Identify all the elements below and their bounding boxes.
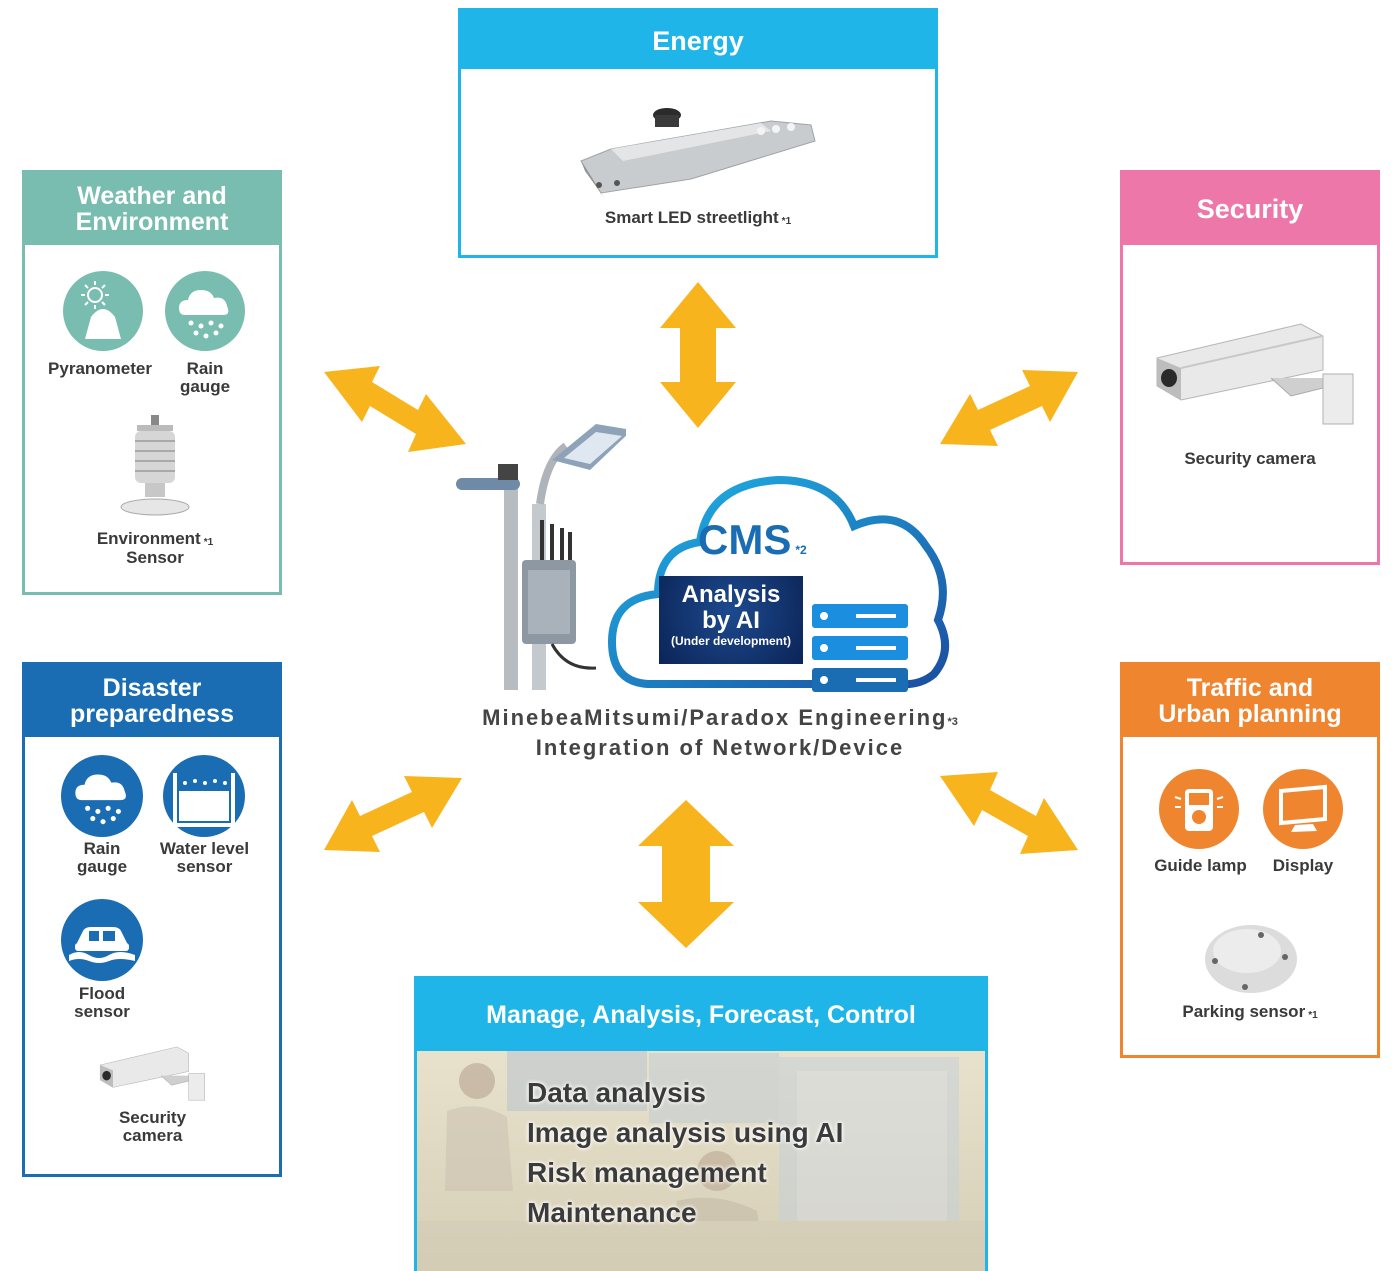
- rain-cloud-icon: [61, 755, 143, 837]
- pyranometer-label: Pyranometer: [48, 359, 152, 378]
- streetlight-label: Smart LED streetlight*1: [604, 208, 792, 227]
- security-camera-image: [1151, 318, 1361, 428]
- water-level-icon: [163, 755, 245, 837]
- environment-sensor-label: Environment*1 Sensor: [96, 529, 214, 567]
- arrow-bottom-right: [940, 772, 1078, 854]
- arrow-top: [660, 282, 736, 428]
- pyranometer-icon: [63, 271, 143, 351]
- display-label: Display: [1272, 856, 1334, 875]
- security-panel: Security Security camera: [1120, 170, 1380, 565]
- flood-car-icon: [61, 899, 143, 981]
- manage-panel: Manage, Analysis, Forecast, Control Data…: [414, 976, 988, 1271]
- parking-sensor-image: [1201, 915, 1301, 995]
- guide-lamp-label: Guide lamp: [1154, 856, 1247, 875]
- streetlight-image: [571, 101, 821, 201]
- task-item: Maintenance: [527, 1197, 697, 1228]
- task-list: Data analysis Image analysis using AI Ri…: [527, 1073, 843, 1233]
- task-item: Data analysis: [527, 1077, 706, 1108]
- display-icon: [1263, 769, 1343, 849]
- control-room-photo: Data analysis Image analysis using AI Ri…: [417, 1051, 985, 1271]
- rain-cloud-icon: [165, 271, 245, 351]
- parking-sensor-label: Parking sensor*1: [1182, 1002, 1318, 1021]
- cms-label: CMS*2: [698, 516, 807, 563]
- environment-sensor-image: [115, 413, 195, 523]
- smart-pole-image: [456, 420, 626, 690]
- security-camera-image: [97, 1041, 209, 1105]
- security-camera-label: Security camera: [1184, 449, 1316, 468]
- arrow-top-right: [940, 370, 1078, 446]
- arrow-bottom: [638, 800, 734, 948]
- arrow-bottom-left: [324, 776, 462, 852]
- task-item: Image analysis using AI: [527, 1117, 844, 1148]
- energy-title: Energy: [461, 11, 935, 69]
- manage-title: Manage, Analysis, Forecast, Control: [417, 979, 985, 1051]
- security-title: Security: [1123, 173, 1377, 245]
- integration-line1: MinebeaMitsumi/Paradox Engineering*3: [482, 705, 958, 730]
- integration-line2: Integration of Network/Device: [535, 735, 905, 760]
- task-item: Risk management: [527, 1157, 767, 1188]
- guide-lamp-icon: [1159, 769, 1239, 849]
- ai-analysis-panel: Analysis by AI (Under development): [659, 576, 803, 664]
- arrow-top-left: [324, 366, 466, 452]
- energy-panel: Energy Smart LED streetlight*1: [458, 8, 938, 258]
- server-icon: [812, 604, 908, 692]
